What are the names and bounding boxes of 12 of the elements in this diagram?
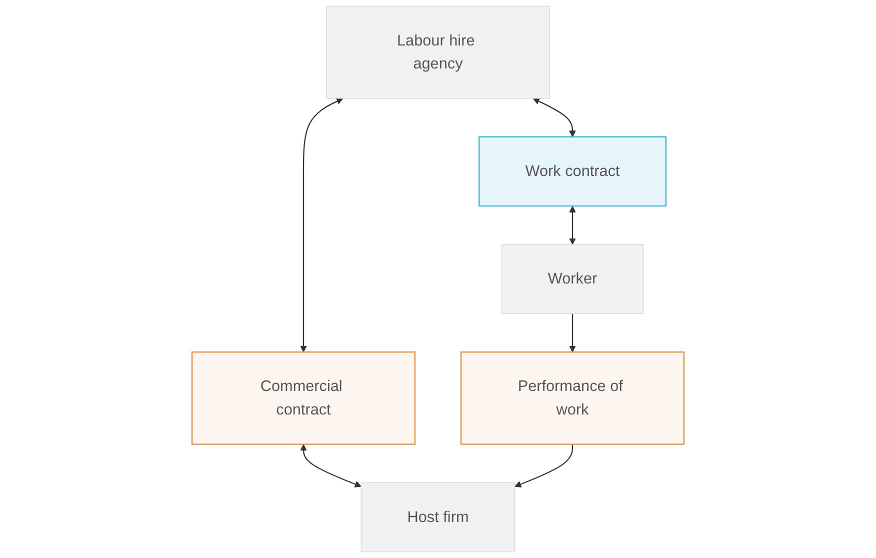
node-box: Performance of work [460,351,685,445]
node-box: Work contract [478,136,666,207]
arrow [569,206,576,245]
arrow [569,314,576,352]
node-box: Labour hire agency [326,6,550,99]
arrow [300,444,362,488]
node-box: Commercial contract [191,351,416,445]
arrow [532,98,576,138]
arrow [300,98,344,352]
node-box: Worker [501,244,644,314]
node-box: Host firm [360,482,516,552]
arrow [514,444,574,488]
